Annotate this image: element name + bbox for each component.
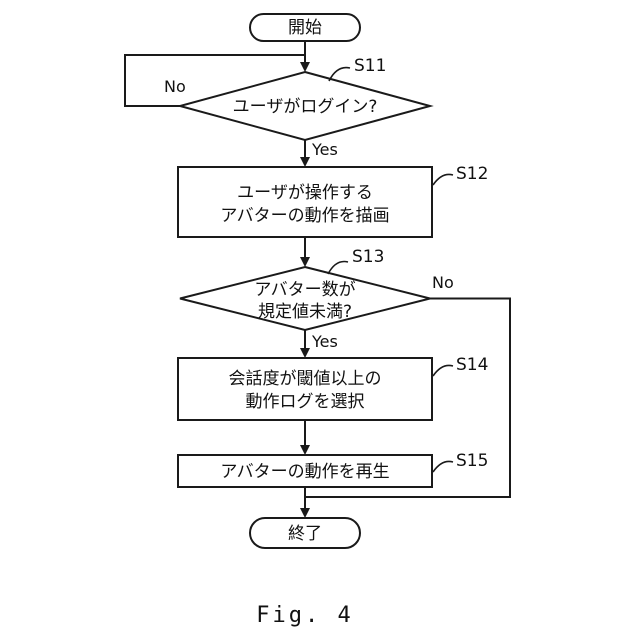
s13-text-line1: アバター数が — [254, 280, 355, 300]
s11-no-label: No — [164, 77, 186, 96]
s14-text-line2: 動作ログを選択 — [246, 392, 365, 412]
s12-text-line2: アバターの動作を描画 — [220, 206, 389, 226]
edge-s11-no-loop — [124, 54, 305, 107]
s15-process — [177, 454, 433, 488]
end-terminal — [249, 517, 361, 549]
s15-step-label: S15 — [456, 451, 488, 471]
s13-yes-label: Yes — [311, 332, 338, 351]
arrowhead-into-s15 — [300, 445, 310, 455]
s12-text-line1: ユーザが操作する — [237, 183, 373, 203]
arrowhead-into-s14 — [300, 348, 310, 358]
s11-label-connector — [328, 66, 351, 82]
arrowhead-into-end — [300, 508, 310, 518]
s15-label-connector — [432, 460, 454, 473]
end-label: 終了 — [288, 524, 322, 544]
arrowhead-into-s11 — [300, 62, 310, 72]
s15-text: アバターの動作を再生 — [220, 462, 389, 482]
s13-label-connector — [327, 260, 349, 275]
s14-label-connector — [432, 364, 454, 377]
start-label: 開始 — [288, 18, 322, 38]
figure-caption: Fig. 4 — [256, 603, 353, 628]
arrowhead-into-s12 — [300, 157, 310, 167]
s13-text-line2: 規定値未満? — [258, 302, 352, 322]
s12-label-connector — [432, 173, 454, 186]
arrowhead-into-s13 — [300, 257, 310, 267]
s12-step-label: S12 — [456, 164, 488, 184]
edge-s13-no-branch — [305, 297, 511, 498]
s14-text-line1: 会話度が閾値以上の — [229, 369, 382, 389]
s11-text: ユーザがログイン? — [233, 97, 378, 117]
s13-no-label: No — [432, 273, 454, 292]
s14-step-label: S14 — [456, 355, 488, 375]
s14-process — [177, 357, 433, 421]
s13-step-label: S13 — [352, 247, 384, 267]
s11-step-label: S11 — [354, 56, 386, 76]
s11-yes-label: Yes — [311, 140, 338, 159]
